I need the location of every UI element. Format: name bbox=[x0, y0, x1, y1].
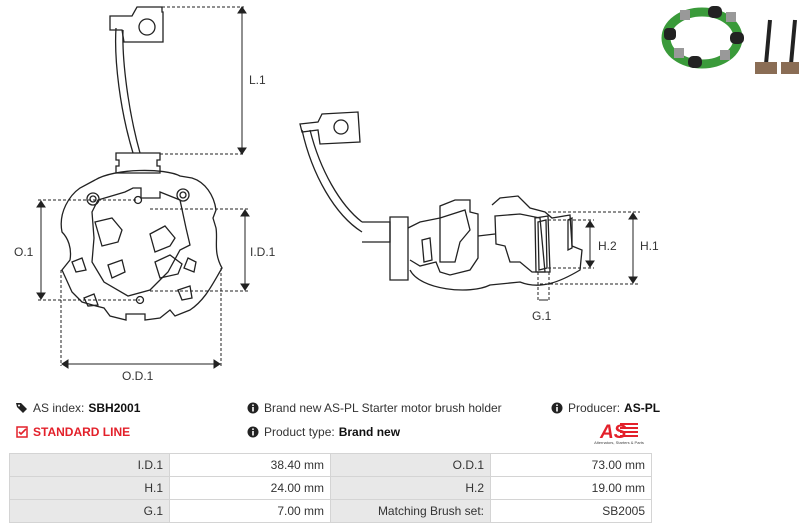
table-row: G.1 7.00 mm Matching Brush set: SB2005 bbox=[9, 499, 652, 523]
brush-box bbox=[149, 225, 176, 253]
dim-label-o1: O.1 bbox=[14, 245, 34, 259]
producer: Producer: AS-PL bbox=[551, 401, 660, 415]
spec-value: 24.00 mm bbox=[169, 476, 331, 500]
product-type-label: Product type: bbox=[264, 425, 335, 439]
description: Brand new AS-PL Starter motor brush hold… bbox=[247, 401, 502, 415]
brush-holder-body bbox=[60, 169, 223, 321]
product-type: Product type: Brand new bbox=[247, 425, 400, 439]
technical-drawing: L.1 O.1 I.D.1 O.D.1 H.2 H.1 bbox=[14, 6, 659, 383]
logo-mark: AS bbox=[599, 422, 638, 443]
info-icon bbox=[247, 426, 259, 438]
dim-label-id1: I.D.1 bbox=[250, 245, 276, 259]
side-lead-wire bbox=[301, 129, 363, 233]
side-dimensions bbox=[537, 211, 640, 302]
product-line-text: STANDARD LINE bbox=[33, 425, 131, 439]
terminal-hole bbox=[138, 18, 156, 36]
spec-label: Matching Brush set: bbox=[330, 499, 491, 523]
front-view bbox=[60, 6, 223, 321]
side-view bbox=[299, 111, 583, 291]
spec-label: I.D.1 bbox=[9, 453, 170, 477]
dim-label-od1: O.D.1 bbox=[122, 369, 154, 383]
checkbox-checked-icon bbox=[16, 426, 28, 438]
dim-label-h2: H.2 bbox=[598, 239, 617, 253]
logo-text: AS bbox=[599, 422, 627, 440]
brush-box bbox=[107, 259, 126, 279]
product-photo bbox=[661, 6, 799, 74]
front-dimensions bbox=[36, 6, 250, 369]
spec-value: 19.00 mm bbox=[490, 476, 652, 500]
info-icon bbox=[551, 402, 563, 414]
dim-label-h1: H.1 bbox=[640, 239, 659, 253]
dim-label-g1: G.1 bbox=[532, 309, 552, 323]
product-line: STANDARD LINE bbox=[16, 425, 130, 439]
as-index-label: AS index: bbox=[33, 401, 85, 415]
dim-label-l1: L.1 bbox=[249, 73, 266, 87]
logo-tagline: Alternators, Starters & Parts bbox=[594, 440, 644, 445]
connector-block bbox=[115, 152, 161, 174]
spec-value[interactable]: SB2005 bbox=[490, 499, 652, 523]
spec-label: H.2 bbox=[330, 476, 491, 500]
as-index-value: SBH2001 bbox=[88, 401, 141, 415]
spec-value: 7.00 mm bbox=[169, 499, 331, 523]
spec-label: O.D.1 bbox=[330, 453, 491, 477]
description-text: Brand new AS-PL Starter motor brush hold… bbox=[264, 401, 502, 415]
tags-icon bbox=[16, 403, 27, 413]
product-type-value: Brand new bbox=[338, 425, 401, 439]
brush-box bbox=[154, 254, 183, 279]
specs-table: I.D.1 38.40 mm O.D.1 73.00 mm H.1 24.00 … bbox=[9, 453, 652, 523]
brush-box bbox=[94, 217, 123, 247]
producer-label: Producer: bbox=[568, 401, 621, 415]
spec-value: 73.00 mm bbox=[490, 453, 652, 477]
inner-ring bbox=[91, 187, 191, 297]
as-pl-logo: AS Alternators, Starters & Parts bbox=[584, 420, 654, 448]
as-index: AS index: SBH2001 bbox=[16, 401, 140, 415]
table-row: I.D.1 38.40 mm O.D.1 73.00 mm bbox=[9, 453, 652, 477]
side-connector bbox=[389, 216, 409, 281]
producer-value: AS-PL bbox=[624, 401, 661, 415]
spec-value: 38.40 mm bbox=[169, 453, 331, 477]
brush bbox=[534, 215, 551, 273]
lead-wire bbox=[115, 27, 134, 154]
info-icon bbox=[247, 402, 259, 414]
spec-label: G.1 bbox=[9, 499, 170, 523]
table-row: H.1 24.00 mm H.2 19.00 mm bbox=[9, 476, 652, 500]
side-terminal-lug bbox=[299, 111, 361, 145]
spec-label: H.1 bbox=[9, 476, 170, 500]
terminal-lug bbox=[109, 6, 164, 43]
